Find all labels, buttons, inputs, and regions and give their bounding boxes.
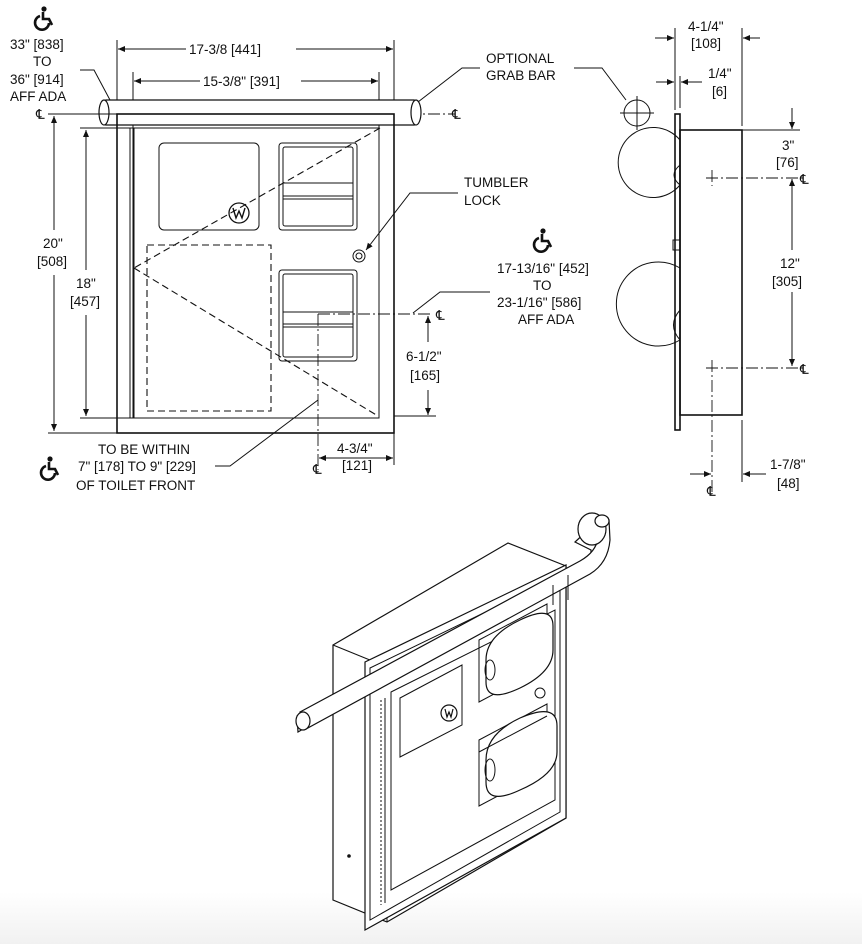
roll-offset-vertical-2: [165] [410,368,440,383]
side-view: ℄ ℄ ℄ 4-1/4" [108] 1/4" [6] 3" [76] 12" … [574,19,809,499]
inner-height-1: 18" [76,276,96,291]
grab-bar [295,512,611,734]
ada-height-line-3: 36" [914] [10,72,64,87]
toilet-note-3: OF TOILET FRONT [76,478,195,493]
tumbler-lock-label-2: LOCK [464,193,501,208]
floor-shadow [0,892,862,944]
roll-height-line-3: 23-1/16" [586] [497,295,581,310]
front-view: 33" [838] TO 36" [914] AFF ADA ℄ ℄ 17-3/… [10,5,589,493]
wheelchair-icon [39,455,60,482]
roll-height-line-2: TO [533,278,552,293]
side-top-offset-1: 3" [782,138,795,153]
centerline-symbol: ℄ [799,172,809,187]
side-top-offset-2: [76] [776,155,799,170]
roll-height-line-4: AFF ADA [518,312,574,327]
tumbler-lock-label-1: TUMBLER [464,175,529,190]
ada-height-line-2: TO [33,54,52,69]
centerline-symbol: ℄ [35,107,45,122]
side-roll-projection-1: 1-7/8" [770,457,806,472]
overall-height-1: 20" [43,236,63,251]
ada-height-line-4: AFF ADA [10,89,66,104]
grab-bar-label-2: GRAB BAR [486,68,556,83]
roll-offset-vertical-1: 6-1/2" [406,349,442,364]
toilet-note-2: 7" [178] TO 9" [229] [78,459,196,474]
grab-bar-label-1: OPTIONAL [486,51,555,66]
overall-width-label: 17-3/8 [441] [189,42,261,57]
brand-logo-icon [228,202,250,224]
side-roll-projection-2: [48] [777,476,800,491]
isometric-view [295,512,611,932]
inner-width-label: 15-3/8" [391] [203,74,280,89]
side-depth-2: [108] [691,36,721,51]
centerline-symbol: ℄ [799,362,809,377]
side-flange-2: [6] [712,84,727,99]
side-roll-spacing-2: [305] [772,274,802,289]
toilet-note-1: TO BE WITHIN [98,442,190,457]
overall-height-2: [508] [37,254,67,269]
inner-height-2: [457] [70,294,100,309]
roll-offset-horizontal-2: [121] [342,458,372,473]
centerline-symbol: ℄ [451,107,461,122]
centerline-symbol: ℄ [435,308,445,323]
centerline-symbol: ℄ [706,484,716,499]
ada-height-line-1: 33" [838] [10,37,64,52]
side-depth-1: 4-1/4" [688,19,724,34]
roll-height-line-1: 17-13/16" [452] [497,261,589,276]
wheelchair-icon [532,227,553,254]
wheelchair-icon [33,5,54,32]
side-flange-1: 1/4" [708,66,732,81]
centerline-symbol: ℄ [312,462,322,477]
roll-offset-horizontal-1: 4-3/4" [337,441,373,456]
side-roll-spacing-1: 12" [780,256,800,271]
